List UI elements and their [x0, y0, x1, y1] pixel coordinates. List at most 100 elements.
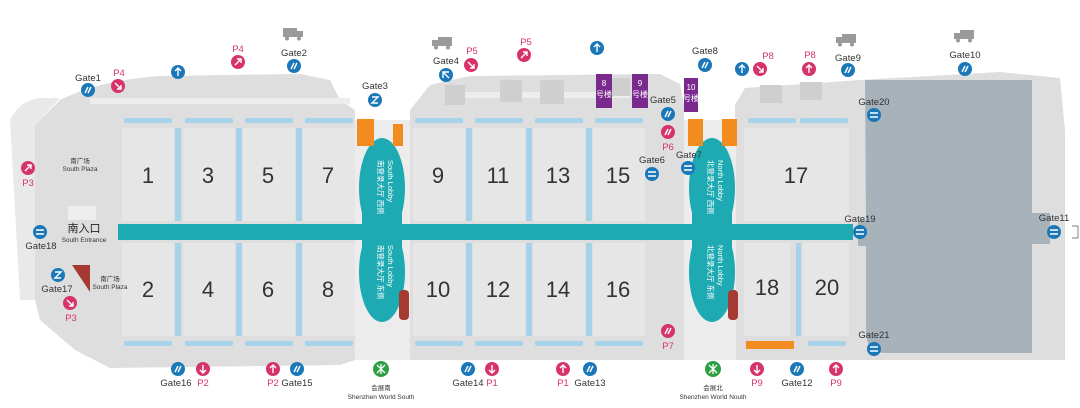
building-9[interactable] [632, 74, 648, 108]
building-8-text: 号楼 [596, 89, 612, 99]
metro: 会展南 Shenzhen World South 会展北 Shenzhen Wo… [348, 361, 747, 401]
structure-block-a [500, 80, 522, 102]
gate-arrow-icon [442, 71, 450, 79]
brown-area-west [72, 265, 90, 292]
gate-icon[interactable] [841, 63, 855, 77]
gate-arrow-icon [290, 62, 298, 70]
hall-13[interactable] [533, 128, 585, 221]
metro-south-cn: 会展南 [371, 383, 391, 392]
gate-icon[interactable] [171, 362, 185, 376]
gate-label: Gate17 [41, 284, 72, 295]
hall-2[interactable] [122, 243, 174, 336]
partial-icon [1072, 225, 1079, 239]
gate-icon[interactable] [853, 225, 867, 239]
hall-14[interactable] [533, 243, 585, 336]
gate-icon[interactable] [287, 59, 301, 73]
road-strip-top [90, 98, 350, 104]
hall-number: 18 [755, 275, 779, 300]
roof-strip [305, 341, 353, 346]
swap-arrow-glyph [664, 128, 672, 136]
roof-strip [800, 118, 848, 123]
south-lobby-west-cn: 南登录大厅 西侧 [376, 160, 386, 215]
hall-1[interactable] [122, 128, 174, 221]
hall-9[interactable] [413, 128, 465, 221]
gate-icon[interactable] [1047, 225, 1061, 239]
gate-icon[interactable] [461, 362, 475, 376]
parking-label: P4 [232, 44, 244, 55]
gate-icon[interactable] [681, 161, 695, 175]
parking-icon[interactable] [661, 324, 675, 338]
gate-arrow-icon [870, 346, 878, 352]
building-8[interactable] [596, 74, 612, 108]
hall-18[interactable] [744, 243, 790, 336]
hall-17[interactable] [744, 128, 849, 221]
gate-label: Gate12 [781, 378, 812, 389]
hall-20[interactable] [803, 243, 849, 336]
gate-icon[interactable] [867, 108, 881, 122]
gate-icon[interactable] [33, 225, 47, 239]
parking: P4 P4 P5 P5 P8 P8 P6 P3 P3 P7 [21, 37, 843, 389]
gate-label: Gate9 [835, 53, 861, 64]
metro-glyph [708, 364, 718, 374]
hall-number: 3 [202, 163, 214, 188]
hall-3[interactable] [183, 128, 235, 221]
hall-number: 17 [784, 163, 808, 188]
orange-area-north-1 [688, 119, 703, 146]
gate-icon[interactable] [867, 342, 881, 356]
parking-label: P5 [466, 46, 478, 57]
hall-15[interactable] [593, 128, 645, 221]
roof-strip-vertical [586, 243, 592, 336]
hall-4[interactable] [183, 243, 235, 336]
parking-label: P2 [197, 378, 209, 389]
hall-12[interactable] [473, 243, 525, 336]
gate-arrow-icon [664, 110, 672, 118]
parking-icon[interactable] [661, 125, 675, 139]
lobby-link-south [362, 212, 402, 252]
hall-5[interactable] [243, 128, 295, 221]
gate-label: Gate15 [281, 378, 312, 389]
gate-icon[interactable] [661, 107, 675, 121]
gate-label: Gate3 [362, 81, 388, 92]
gate-icon[interactable] [583, 362, 597, 376]
building-9-num: 9 [638, 79, 643, 88]
roof-strip-vertical [296, 243, 302, 336]
south-plaza-1-en: South Plaza [62, 166, 97, 173]
gate-arrow-icon [53, 271, 63, 279]
gate-label: Gate8 [692, 46, 718, 57]
gate-label: Gate11 [1039, 213, 1069, 224]
gate-label: Gate16 [160, 378, 191, 389]
roof-strip [245, 118, 293, 123]
parking-label: P4 [113, 68, 125, 79]
gate-arrow-icon [844, 66, 852, 74]
gate-icon[interactable] [290, 362, 304, 376]
hall-8[interactable] [303, 243, 355, 336]
hall-6[interactable] [243, 243, 295, 336]
structure-block-b [540, 80, 564, 104]
hall-number: 20 [815, 275, 839, 300]
gate-icon[interactable] [698, 58, 712, 72]
large-hall[interactable] [858, 80, 1050, 353]
parking-label: P5 [520, 37, 532, 48]
gate-icon[interactable] [645, 167, 659, 181]
gate-icon[interactable] [958, 62, 972, 76]
structure-block-f [800, 82, 822, 100]
gate-arrow-icon [961, 65, 969, 73]
roof-strip [595, 118, 643, 123]
down-arrow-glyph [753, 365, 761, 374]
hall-10[interactable] [413, 243, 465, 336]
hall-7[interactable] [303, 128, 355, 221]
gate-arrow-icon [36, 229, 44, 235]
roof-strip-vertical [236, 243, 242, 336]
gate-arrow-icon [464, 365, 472, 373]
gate-icon[interactable] [81, 83, 95, 97]
gate-arrow-icon [293, 365, 301, 373]
roof-strip-vertical [526, 128, 532, 221]
parking-label: P6 [662, 142, 674, 153]
gate-icon[interactable] [790, 362, 804, 376]
hall-11[interactable] [473, 128, 525, 221]
main-concourse[interactable] [118, 224, 853, 240]
gate-label: Gate6 [639, 155, 665, 166]
roof-strip [748, 118, 796, 123]
hall-16[interactable] [593, 243, 645, 336]
building-10[interactable] [684, 78, 698, 112]
